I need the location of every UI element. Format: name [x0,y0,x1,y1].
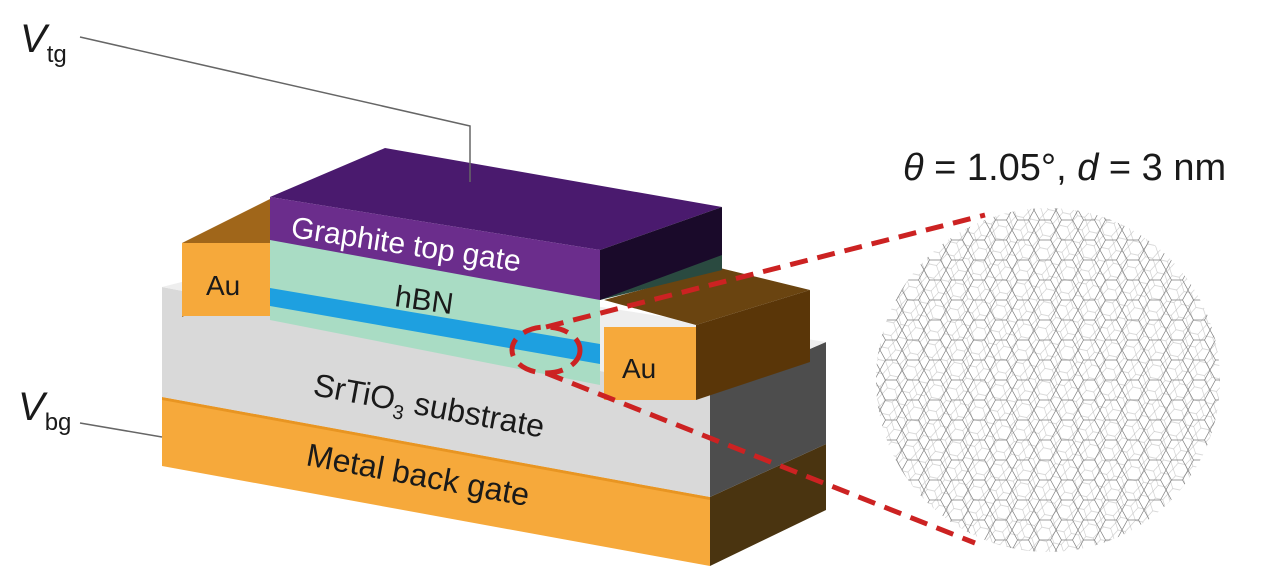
zoom-line-top [545,212,986,330]
vtg-leader-line [79,36,471,182]
graphite-top-gate [270,148,722,300]
vbg-leader-line [79,422,163,438]
au-contact-left [182,198,272,317]
au-right-label: Au [622,353,656,384]
metal-back-gate [162,397,826,566]
twisted-bilayer-channel [270,288,600,364]
moire-lattice-image [876,208,1220,552]
au-contact-right [604,268,810,400]
twist-parameters-label: θ = 1.05°, d = 3 nm [903,147,1226,189]
hbn-label: hBN [393,280,455,321]
v-bg-label: Vbg [18,385,71,436]
au-left-label: Au [206,270,240,301]
v-tg-label: Vtg [20,17,67,68]
zoom-line-bottom [545,370,976,546]
zoom-indicator [509,212,986,546]
